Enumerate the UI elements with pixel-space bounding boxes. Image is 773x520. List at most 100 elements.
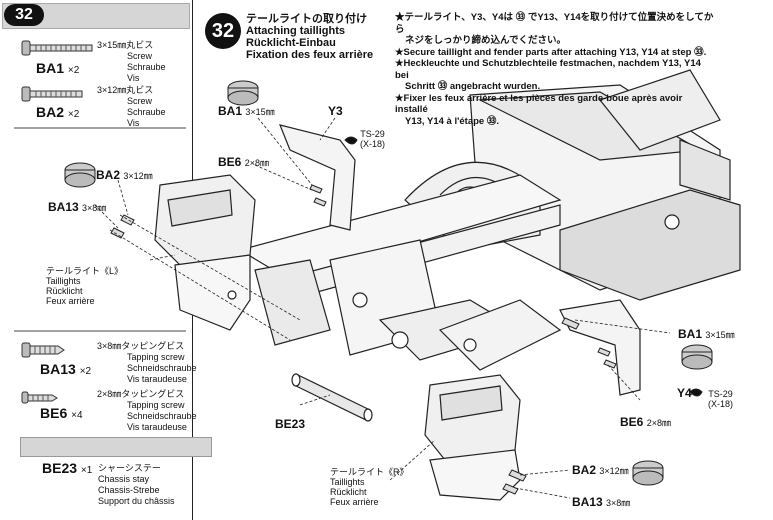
callout-jp: テールライト《R》 <box>330 467 409 477</box>
callout-paint-sub: (X-18) <box>708 399 734 409</box>
callout-paint: TS-29 <box>360 129 385 139</box>
callout-paint: TS-29 <box>708 389 733 399</box>
screw-ba2-icon <box>21 86 83 102</box>
callout-code: BA13 <box>572 495 603 509</box>
note-line: Y13, Y14 à l'étape ㉝. <box>405 115 499 127</box>
part-be6-desc: 2×8㎜タッピングビス Tapping screw Schneidschraub… <box>97 389 197 433</box>
part-ba13-size: 3×8㎜タッピングビス <box>97 341 185 351</box>
callout-fr: Feux arrière <box>46 296 95 306</box>
part-be6-de: Schneidschraube <box>127 411 197 421</box>
callout-size: 3×12㎜ <box>599 466 629 476</box>
part-be6-qty: ×4 <box>71 410 83 421</box>
part-be23-size: シャーシステー <box>98 463 161 473</box>
tapping-screw-ba13-icon <box>21 342 65 358</box>
part-ba2-size: 3×12㎜丸ビス <box>97 85 154 95</box>
part-ba1-en: Screw <box>127 51 153 61</box>
callout-size: 3×12㎜ <box>123 171 153 181</box>
note-line: ★Secure taillight and fender parts after… <box>395 46 707 58</box>
part-ba1-label: BA1 ×2 <box>36 60 79 76</box>
callout-size: 3×15㎜ <box>245 107 275 117</box>
callout-paint-sub: (X-18) <box>360 139 386 149</box>
part-be23-fr: Support du châssis <box>98 496 175 506</box>
screw-ba1-icon <box>21 40 93 56</box>
callout-ba13-left: BA13 3×8㎜ <box>48 200 106 214</box>
note-line: Schritt ㉝ angebracht wurden. <box>405 81 541 92</box>
callout-ba2-bottom: BA2 3×12㎜ <box>572 463 629 477</box>
callout-y3: Y3 <box>328 104 343 118</box>
chassis-assembly-drawing <box>154 69 741 501</box>
part-be23-qty: ×1 <box>80 465 93 476</box>
part-ba1-code: BA1 <box>36 60 65 76</box>
part-ba1-qty: ×2 <box>67 65 80 76</box>
heading-jp: テールライトの取り付け <box>246 13 367 25</box>
part-ba1-desc: 3×15㎜丸ビス Screw Schraube Vis <box>97 40 166 84</box>
part-ba1-size: 3×15㎜丸ビス <box>97 40 154 50</box>
chassis-stay-illustration-bar <box>20 437 212 457</box>
callout-code: BE6 <box>620 415 644 429</box>
part-ba2-desc: 3×12㎜丸ビス Screw Schraube Vis <box>97 85 166 129</box>
callout-be6-right: BE6 2×8㎜ <box>620 415 671 429</box>
callout-taillight-r: テールライト《R》 Taillights Rücklicht Feux arri… <box>330 467 409 507</box>
callout-de: Rücklicht <box>330 487 367 497</box>
step-number-badge: 32 <box>4 4 44 26</box>
part-be23-label: BE23 ×1 <box>42 460 92 476</box>
part-be6-fr: Vis taraudeuse <box>127 422 187 432</box>
callout-ts29-right: TS-29 (X-18) <box>708 389 733 409</box>
part-ba2-code: BA2 <box>36 104 65 120</box>
part-ba13-code: BA13 <box>40 361 76 377</box>
part-be6-code: BE6 <box>40 405 68 421</box>
part-ba2-qty: ×2 <box>67 109 80 120</box>
callout-code: BA2 <box>572 463 597 477</box>
assembly-notes: ★テールライト、Y3、Y4は ㉝ でY13、Y14を取り付けて位置決めをしてから… <box>395 12 715 127</box>
callout-taillight-l: テールライト《L》 Taillights Rücklicht Feux arri… <box>46 266 123 306</box>
callout-ba1-top: BA1 3×15㎜ <box>218 104 275 118</box>
callout-ba13-bottom: BA13 3×8㎜ <box>572 495 630 509</box>
callout-en: Taillights <box>46 276 81 286</box>
callout-ba1-right: BA1 3×15㎜ <box>678 327 735 341</box>
callout-jp: テールライト《L》 <box>46 266 124 276</box>
callout-code: BA1 <box>678 327 703 341</box>
callout-code: BA13 <box>48 200 79 214</box>
callout-ts29-top: TS-29 (X-18) <box>360 129 385 149</box>
part-ba2-label: BA2 ×2 <box>36 104 79 120</box>
callout-be6-top: BE6 2×8㎜ <box>218 155 269 169</box>
part-ba13-de: Schneidschraube <box>127 363 197 373</box>
callout-size: 2×8㎜ <box>244 158 269 168</box>
part-ba2-de: Schraube <box>127 107 166 117</box>
part-ba13-qty: ×2 <box>79 366 92 377</box>
loose-parts-drawing <box>64 80 713 495</box>
callout-en: Taillights <box>330 477 365 487</box>
note-line: ネジをしっかり締め込んでください。 <box>405 35 567 46</box>
callout-fr: Feux arrière <box>330 497 379 507</box>
heading-fr: Fixation des feux arrière <box>246 49 374 61</box>
leader-lines <box>94 117 671 499</box>
part-ba2-fr: Vis <box>127 118 140 128</box>
part-be6-en: Tapping screw <box>127 400 185 410</box>
part-ba2-en: Screw <box>127 96 153 106</box>
callout-size: 3×8㎜ <box>606 498 631 508</box>
part-be23-en: Chassis stay <box>98 474 150 484</box>
part-be6-size: 2×8㎜タッピングビス <box>97 389 185 399</box>
part-ba13-desc: 3×8㎜タッピングビス Tapping screw Schneidschraub… <box>97 341 197 385</box>
part-ba1-fr: Vis <box>127 73 140 83</box>
main-step-number-badge: 32 <box>205 13 241 49</box>
part-ba13-label: BA13 ×2 <box>40 361 91 377</box>
part-be23-code: BE23 <box>42 460 78 476</box>
callout-size: 3×15㎜ <box>705 330 735 340</box>
step-heading: テールライトの取り付け Attaching taillights Rücklic… <box>246 13 373 61</box>
tapping-screw-be6-icon <box>21 391 58 404</box>
note-line: ★Heckleuchte und Schutzblechteile festma… <box>395 58 701 81</box>
heading-en: Attaching taillights <box>246 25 345 37</box>
callout-y4: Y4 <box>677 386 692 400</box>
part-ba13-en: Tapping screw <box>127 352 185 362</box>
note-line: ★Fixer les feux arrière et les pièces de… <box>395 92 683 116</box>
callout-size: 3×8㎜ <box>82 203 107 213</box>
part-be23-de: Chassis-Strebe <box>98 485 160 495</box>
note-line: ★テールライト、Y3、Y4は ㉝ でY13、Y14を取り付けて位置決めをしてから <box>395 12 714 35</box>
part-ba13-fr: Vis taraudeuse <box>127 374 187 384</box>
callout-code: BA1 <box>218 104 243 118</box>
callout-de: Rücklicht <box>46 286 83 296</box>
part-be23-desc: シャーシステー Chassis stay Chassis-Strebe Supp… <box>98 463 175 507</box>
heading-de: Rücklicht-Einbau <box>246 37 336 49</box>
